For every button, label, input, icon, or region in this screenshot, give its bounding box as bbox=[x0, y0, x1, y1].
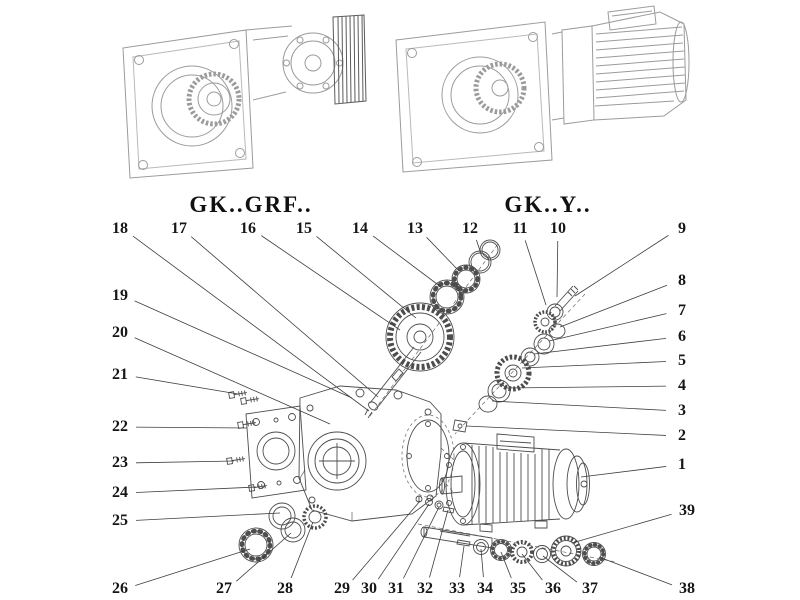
part-number-32: 32 bbox=[417, 580, 433, 597]
part-number-24: 24 bbox=[112, 484, 128, 501]
part-number-28: 28 bbox=[277, 580, 293, 597]
part-number-36: 36 bbox=[545, 580, 561, 597]
part-number-4: 4 bbox=[678, 377, 686, 394]
part-number-37: 37 bbox=[582, 580, 598, 597]
output-gear-shaft bbox=[364, 302, 455, 419]
part-number-26: 26 bbox=[112, 580, 128, 597]
motor bbox=[439, 433, 590, 533]
part-number-14: 14 bbox=[352, 220, 368, 237]
part-number-22: 22 bbox=[112, 418, 128, 435]
part-number-6: 6 bbox=[678, 328, 686, 345]
output-bearing-group bbox=[238, 502, 328, 563]
part-number-35: 35 bbox=[510, 580, 526, 597]
part-number-30: 30 bbox=[361, 580, 377, 597]
motor-drawing bbox=[561, 5, 690, 125]
part-number-16: 16 bbox=[240, 220, 256, 237]
part-number-34: 34 bbox=[477, 580, 493, 597]
model-label-grf: GK..GRF.. bbox=[189, 192, 313, 217]
part-number-38: 38 bbox=[679, 580, 695, 597]
mounting-fasteners bbox=[415, 495, 455, 514]
part-number-31: 31 bbox=[388, 580, 404, 597]
part-number-39: 39 bbox=[679, 502, 695, 519]
intermediate-gear-stack bbox=[452, 323, 566, 433]
part-number-1: 1 bbox=[678, 456, 686, 473]
part-number-33: 33 bbox=[449, 580, 465, 597]
part-number-8: 8 bbox=[678, 272, 686, 289]
part-number-21: 21 bbox=[112, 366, 128, 383]
part-number-10: 10 bbox=[550, 220, 566, 237]
flange-bolts bbox=[226, 389, 268, 492]
gearbox-grf-drawing bbox=[122, 14, 367, 179]
part-number-27: 27 bbox=[216, 580, 232, 597]
exploded-view bbox=[226, 239, 617, 567]
part-number-23: 23 bbox=[112, 454, 128, 471]
part-number-19: 19 bbox=[112, 287, 128, 304]
part-number-25: 25 bbox=[112, 512, 128, 529]
input-bearing-stack bbox=[429, 239, 501, 315]
part-number-29: 29 bbox=[334, 580, 350, 597]
part-number-9: 9 bbox=[678, 220, 686, 237]
part-number-5: 5 bbox=[678, 352, 686, 369]
input-fin-cover bbox=[332, 14, 367, 105]
model-label-y: GK..Y.. bbox=[504, 192, 592, 217]
output-flange-plate bbox=[245, 405, 307, 499]
gearbox-y-drawing bbox=[395, 5, 690, 173]
part-number-15: 15 bbox=[296, 220, 312, 237]
part-number-20: 20 bbox=[112, 324, 128, 341]
part-number-7: 7 bbox=[678, 302, 686, 319]
part-number-2: 2 bbox=[678, 427, 686, 444]
leader-lines bbox=[132, 235, 673, 586]
part-number-13: 13 bbox=[407, 220, 423, 237]
part-number-12: 12 bbox=[462, 220, 478, 237]
part-number-11: 11 bbox=[512, 220, 528, 237]
gearbox-housing bbox=[298, 385, 455, 522]
part-number-3: 3 bbox=[678, 402, 686, 419]
part-number-18: 18 bbox=[112, 220, 128, 237]
part-number-17: 17 bbox=[171, 220, 187, 237]
input-pinion-shaft bbox=[533, 285, 579, 334]
output-shaft-assembly bbox=[420, 526, 606, 567]
